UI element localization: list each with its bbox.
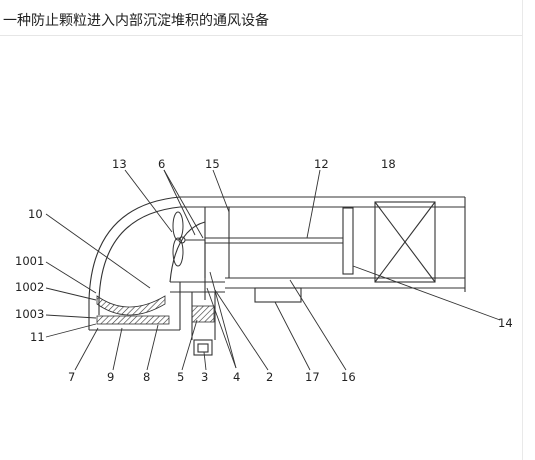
label-12: 12 bbox=[314, 157, 329, 171]
fan-blades bbox=[172, 211, 205, 267]
label-13: 13 bbox=[112, 157, 127, 171]
label-11: 11 bbox=[30, 330, 45, 344]
leader-lines bbox=[45, 169, 501, 371]
label-9: 9 bbox=[107, 370, 114, 384]
label-4: 4 bbox=[233, 370, 240, 384]
gear-assembly bbox=[191, 305, 215, 323]
label-3: 3 bbox=[201, 370, 208, 384]
label-1003: 1003 bbox=[15, 307, 44, 321]
label-14: 14 bbox=[498, 316, 513, 330]
label-5: 5 bbox=[177, 370, 184, 384]
part-labels: 13 6 15 12 18 10 1001 1002 1003 11 7 9 8… bbox=[15, 157, 513, 384]
duct-body bbox=[88, 196, 466, 356]
label-16: 16 bbox=[341, 370, 356, 384]
right-divider bbox=[522, 0, 523, 460]
collection-tray bbox=[96, 315, 170, 325]
curved-filter-screen bbox=[96, 295, 166, 316]
document-header: 一种防止颗粒进入内部沉淀堆积的通风设备 bbox=[0, 0, 523, 36]
label-7: 7 bbox=[68, 370, 75, 384]
label-10: 10 bbox=[28, 207, 43, 221]
label-8: 8 bbox=[143, 370, 150, 384]
label-1001: 1001 bbox=[15, 254, 44, 268]
label-17: 17 bbox=[305, 370, 320, 384]
label-2: 2 bbox=[266, 370, 273, 384]
document-title: 一种防止颗粒进入内部沉淀堆积的通风设备 bbox=[3, 13, 269, 29]
label-1002: 1002 bbox=[15, 280, 44, 294]
label-6: 6 bbox=[158, 157, 165, 171]
label-18: 18 bbox=[381, 157, 396, 171]
label-15: 15 bbox=[205, 157, 220, 171]
patent-drawing: 13 6 15 12 18 10 1001 1002 1003 11 7 9 8… bbox=[15, 157, 513, 384]
